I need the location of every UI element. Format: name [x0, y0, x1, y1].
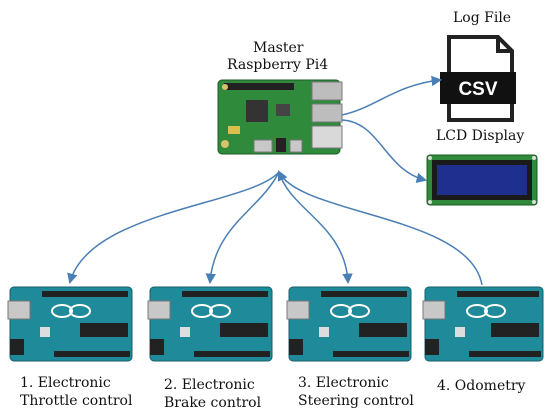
arrow-pi-to-arduino-1 [67, 171, 280, 285]
arrow-pi-to-arduino-3 [278, 171, 353, 285]
arduino-2-label-line2: Brake control [164, 395, 262, 411]
arduino-board-4 [422, 286, 544, 362]
master-title-line1: Master [253, 40, 304, 56]
arrow-pi-to-lcd [341, 119, 428, 184]
arrow-pi-to-arduino-2 [205, 171, 280, 285]
arduino-1-label-line2: Throttle control [20, 393, 133, 409]
arduino-board-2 [147, 286, 273, 362]
arduino-3-label-line1: 3. Electronic [298, 375, 389, 391]
arduino-board-1 [7, 286, 133, 362]
arrow-arduino-4-to-pi [278, 170, 483, 286]
lcd-display-label: LCD Display [436, 128, 525, 144]
arduino-4-label-line1: 4. Odometry [437, 378, 526, 394]
raspberry-pi-board [217, 79, 343, 155]
arduino-1-label-line1: 1. Electronic [20, 375, 111, 391]
arduino-2-label-line1: 2. Electronic [164, 377, 255, 393]
arduino-3-label-line2: Steering control [298, 393, 414, 409]
log-file-label: Log File [453, 10, 512, 26]
csv-file-icon: CSV [440, 35, 516, 122]
arrow-pi-to-logfile [341, 75, 443, 116]
csv-icon-text: CSV [458, 79, 497, 100]
master-title-line2: Raspberry Pi4 [227, 57, 329, 73]
arduino-board-3 [286, 286, 412, 362]
lcd-display-module [426, 154, 538, 206]
